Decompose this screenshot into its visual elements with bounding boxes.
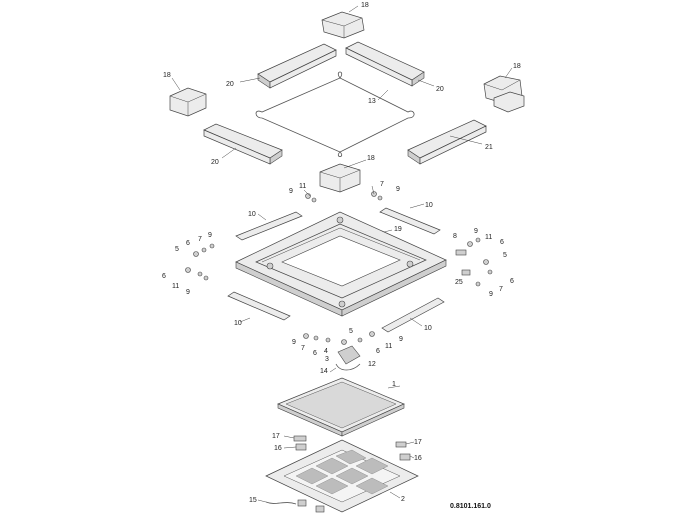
callout-18-top: 18 xyxy=(361,2,369,9)
callout-4-bottom: 4 xyxy=(324,348,328,355)
callout-9-bottom-2: 9 xyxy=(399,336,403,343)
strip-upper-left xyxy=(235,211,303,241)
strip-lower-right xyxy=(381,297,445,333)
callout-20-a: 20 xyxy=(226,81,234,88)
fasteners-top xyxy=(305,191,383,203)
callout-8-right: 8 xyxy=(453,233,457,240)
callout-6-right: 6 xyxy=(500,239,504,246)
callout-12: 12 xyxy=(368,361,376,368)
side-bar-top-left xyxy=(257,43,337,89)
callout-11-right: 11 xyxy=(485,234,492,241)
callout-9-right: 9 xyxy=(474,228,478,235)
callout-10-c: 10 xyxy=(234,320,242,327)
callout-10-a: 10 xyxy=(248,211,256,218)
callout-7-right: 7 xyxy=(499,286,503,293)
side-bar-bottom-left xyxy=(203,123,283,165)
callout-11-bottom: 11 xyxy=(385,343,392,350)
callout-16-right: 16 xyxy=(414,455,422,462)
callout-9-top: 9 xyxy=(289,188,293,195)
callout-14: 14 xyxy=(320,368,328,375)
corner-block-right xyxy=(483,75,525,113)
callout-9-bottom-1: 9 xyxy=(292,339,296,346)
callout-6-left: 6 xyxy=(186,240,190,247)
corner-block-middle xyxy=(319,163,361,193)
callout-16-left: 16 xyxy=(274,445,282,452)
callout-labels: 18 18 18 18 20 20 20 21 13 11 9 7 9 10 1… xyxy=(162,2,521,504)
fasteners-bottom xyxy=(303,331,375,371)
callout-20-c: 20 xyxy=(211,159,219,166)
callout-5-left: 5 xyxy=(175,246,179,253)
corner-block-left xyxy=(169,87,207,117)
fasteners-right xyxy=(455,237,493,287)
callout-13: 13 xyxy=(368,98,376,105)
callout-25: 25 xyxy=(455,279,463,286)
callout-9-left-2: 9 xyxy=(186,289,190,296)
callout-19: 19 xyxy=(394,226,402,233)
callout-11-left: 11 xyxy=(172,283,179,290)
callout-9-right-2: 9 xyxy=(489,291,493,298)
callout-18-right: 18 xyxy=(513,63,521,70)
callout-7-bottom: 7 xyxy=(301,345,305,352)
callout-7-top: 7 xyxy=(380,181,384,188)
callout-10-b: 10 xyxy=(425,202,433,209)
strip-lower-left xyxy=(227,291,291,321)
side-bar-top-right xyxy=(345,41,425,87)
side-bar-bottom-right xyxy=(407,119,487,165)
callout-10-d: 10 xyxy=(424,325,432,332)
clip-part-17-16-right xyxy=(395,441,411,461)
callout-17-left: 17 xyxy=(272,433,280,440)
callout-5-right: 5 xyxy=(503,252,507,259)
callout-18-middle: 18 xyxy=(367,155,375,162)
strip-upper-right xyxy=(379,207,441,235)
callout-2: 2 xyxy=(401,496,405,503)
callout-9-left-1: 9 xyxy=(208,232,212,239)
callout-1: 1 xyxy=(392,381,396,388)
callout-5-bottom: 5 xyxy=(349,328,353,335)
leader-lines xyxy=(171,5,513,503)
callout-18-left: 18 xyxy=(163,72,171,79)
clip-part-17-16-left xyxy=(293,435,307,451)
panel-part-1 xyxy=(277,377,405,437)
frame-assembly xyxy=(235,211,447,317)
callout-15: 15 xyxy=(249,497,257,504)
callout-9-top-2: 9 xyxy=(396,186,400,193)
callout-6-bottom: 6 xyxy=(313,350,317,357)
callout-3-bottom: 3 xyxy=(325,356,329,363)
callout-21: 21 xyxy=(485,144,493,151)
callout-20-b: 20 xyxy=(436,86,444,93)
callout-11-top: 11 xyxy=(299,183,306,190)
callout-6-left-2: 6 xyxy=(162,273,166,280)
callout-17-right: 17 xyxy=(414,439,422,446)
callout-6-bottom-2: 6 xyxy=(376,348,380,355)
callout-7-left: 7 xyxy=(198,236,202,243)
wire-loop xyxy=(255,71,415,157)
fasteners-left xyxy=(185,243,215,281)
grille-part-2 xyxy=(265,439,419,513)
corner-block-top xyxy=(321,11,365,39)
drawing-code: 0.8101.161.0 xyxy=(450,503,491,510)
callout-6-right-2: 6 xyxy=(510,278,514,285)
cable-part-15 xyxy=(265,499,325,513)
